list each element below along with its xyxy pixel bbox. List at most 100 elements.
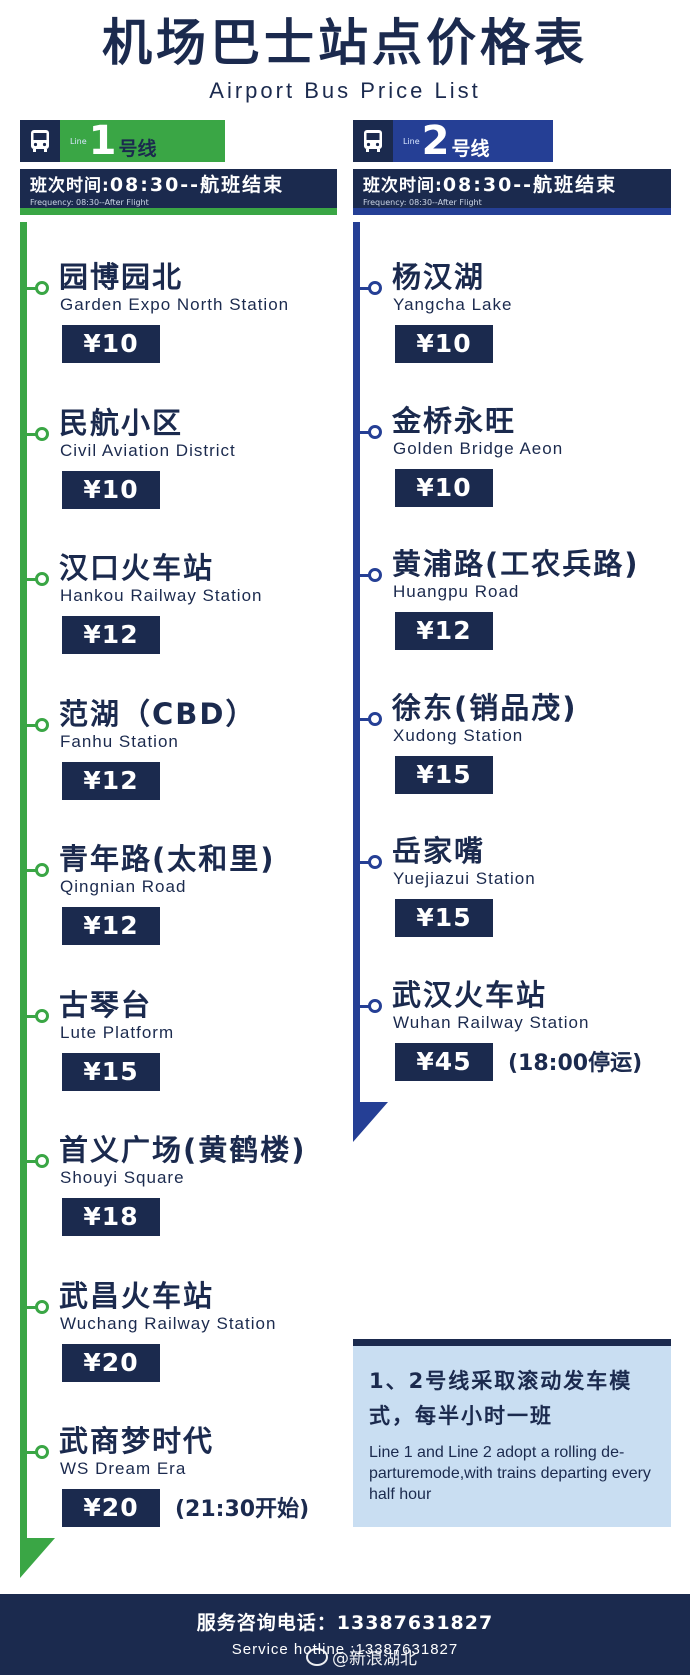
- station-name-en: Fanhu Station: [60, 731, 179, 751]
- station-price: ¥15: [395, 899, 493, 937]
- station-connector: [27, 432, 41, 436]
- station-name-en: Xudong Station: [393, 725, 524, 745]
- station-price: ¥10: [62, 470, 160, 509]
- station-connector: [360, 717, 374, 721]
- footer-hotline: 服务咨询电话：13387631827 Service hotline :1338…: [0, 1594, 690, 1675]
- station-connector: [360, 1004, 374, 1008]
- station-name-cn: 首义广场(黄鹤楼): [59, 1133, 307, 1167]
- station-name-cn: 汉口火车站: [59, 551, 215, 585]
- station-dot: [35, 426, 49, 441]
- station-dot: [35, 1154, 49, 1168]
- line1-tag: Line 1 号线: [20, 120, 225, 162]
- station-name-cn: 青年路(太和里): [59, 842, 276, 876]
- station-dot: [368, 711, 382, 726]
- line2-tag: Line 2 号线: [353, 120, 553, 162]
- station-dot: [35, 572, 49, 586]
- weibo-icon: [306, 1647, 328, 1666]
- station-name-en: Civil Aviation District: [60, 440, 236, 460]
- station-price: ¥12: [395, 612, 493, 650]
- notice-en: Line 1 and Line 2 adopt a rolling de-par…: [369, 1444, 651, 1503]
- station-name-cn: 范湖（CBD）: [59, 696, 257, 731]
- freq-time: 08:30--航班结束: [442, 174, 618, 196]
- station-price: ¥12: [62, 907, 160, 945]
- station-price: ¥15: [395, 755, 493, 794]
- station-connector: [360, 430, 374, 434]
- station-connector: [27, 1160, 41, 1163]
- line-suffix: 号线: [118, 137, 157, 160]
- station-name-cn: 金桥永旺: [392, 403, 517, 438]
- line1-rail-end: [20, 1538, 55, 1578]
- station-dot: [35, 863, 49, 877]
- station-name-cn: 园博园北: [59, 260, 184, 294]
- station-name-cn: 徐东(销品茂): [392, 690, 578, 725]
- station-connector: [27, 869, 41, 872]
- station-connector: [27, 1451, 41, 1454]
- station-price: ¥12: [62, 616, 160, 654]
- station-dot: [368, 424, 382, 439]
- station-name-cn: 岳家嘴: [392, 834, 486, 868]
- station-connector: [27, 1305, 41, 1309]
- station-price: ¥10: [395, 468, 493, 507]
- notice-box: 1、2号线采取滚动发车模式，每半小时一班 Line 1 and Line 2 a…: [353, 1339, 671, 1527]
- station-connector: [360, 287, 374, 290]
- station-dot: [368, 855, 382, 869]
- station-dot: [35, 1445, 49, 1459]
- station-connector: [27, 723, 41, 727]
- line2-rail: [353, 222, 360, 1104]
- hotline-en: Service hotline :13387631827: [231, 1641, 459, 1658]
- station-name-en: Garden Expo North Station: [60, 295, 290, 314]
- station-name-en: Huangpu Road: [393, 582, 520, 601]
- bus-icon: [353, 120, 393, 162]
- freq-en: Frequency: 08:30--After Flight: [363, 198, 482, 207]
- station-name-en: Golden Bridge Aeon: [393, 438, 564, 458]
- page-title: 机场巴士站点价格表: [102, 14, 588, 72]
- station-name-en: Wuhan Railway Station: [393, 1012, 590, 1032]
- station-price: ¥20: [62, 1489, 160, 1527]
- line-small-label: Line: [70, 136, 87, 146]
- watermark-text: @新浪湖北: [332, 1649, 417, 1669]
- station-note: (18:00停运): [508, 1050, 643, 1076]
- station-price: ¥10: [62, 325, 160, 363]
- station-connector: [360, 861, 374, 864]
- station-connector: [27, 578, 41, 581]
- station-price: ¥12: [62, 761, 160, 800]
- station-dot: [35, 281, 49, 295]
- line-small-label: Line: [403, 136, 420, 146]
- line2-rail-end: [353, 1102, 388, 1142]
- line-number: 2: [421, 118, 450, 164]
- station-name-cn: 黄浦路(工农兵路): [392, 547, 640, 581]
- freq-label: 班次时间:: [30, 176, 110, 196]
- notice-cn: 1、2号线采取滚动发车模式，每半小时一班: [369, 1369, 633, 1428]
- page-subtitle: Airport Bus Price List: [209, 78, 481, 103]
- bus-icon: [20, 120, 60, 162]
- station-name-cn: 武商梦时代: [59, 1424, 215, 1458]
- station-dot: [35, 1008, 49, 1023]
- station-name-en: WS Dream Era: [60, 1459, 187, 1478]
- freq-en: Frequency: 08:30--After Flight: [30, 198, 149, 207]
- line1-name-box: Line 1 号线: [60, 120, 225, 162]
- station-dot: [368, 281, 382, 295]
- station-price: ¥45: [395, 1042, 493, 1081]
- freq-time: 08:30--航班结束: [109, 174, 285, 196]
- station-connector: [360, 574, 374, 577]
- station-name-en: Hankou Railway Station: [60, 586, 263, 605]
- station-connector: [27, 287, 41, 290]
- station-dot: [35, 717, 49, 732]
- station-name-en: Yangcha Lake: [393, 295, 513, 314]
- line-suffix: 号线: [451, 137, 490, 160]
- hotline-cn: 服务咨询电话：13387631827: [196, 1612, 494, 1634]
- station-name-cn: 杨汉湖: [392, 260, 486, 294]
- line1-frequency: 班次时间:08:30--航班结束 Frequency: 08:30--After…: [20, 169, 337, 215]
- station-price: ¥18: [62, 1198, 160, 1236]
- station-name-en: Qingnian Road: [60, 877, 187, 896]
- line2-name-box: Line 2 号线: [393, 120, 553, 162]
- station-name-cn: 武汉火车站: [392, 977, 548, 1012]
- freq-label: 班次时间:: [363, 176, 443, 196]
- station-dot: [368, 998, 382, 1013]
- station-name-en: Shouyi Square: [60, 1168, 185, 1187]
- station-name-en: Yuejiazui Station: [393, 869, 536, 888]
- watermark: @新浪湖北: [306, 1644, 417, 1669]
- station-price: ¥20: [62, 1343, 160, 1382]
- line2-frequency: 班次时间:08:30--航班结束 Frequency: 08:30--After…: [353, 169, 671, 215]
- station-name-cn: 古琴台: [59, 987, 153, 1022]
